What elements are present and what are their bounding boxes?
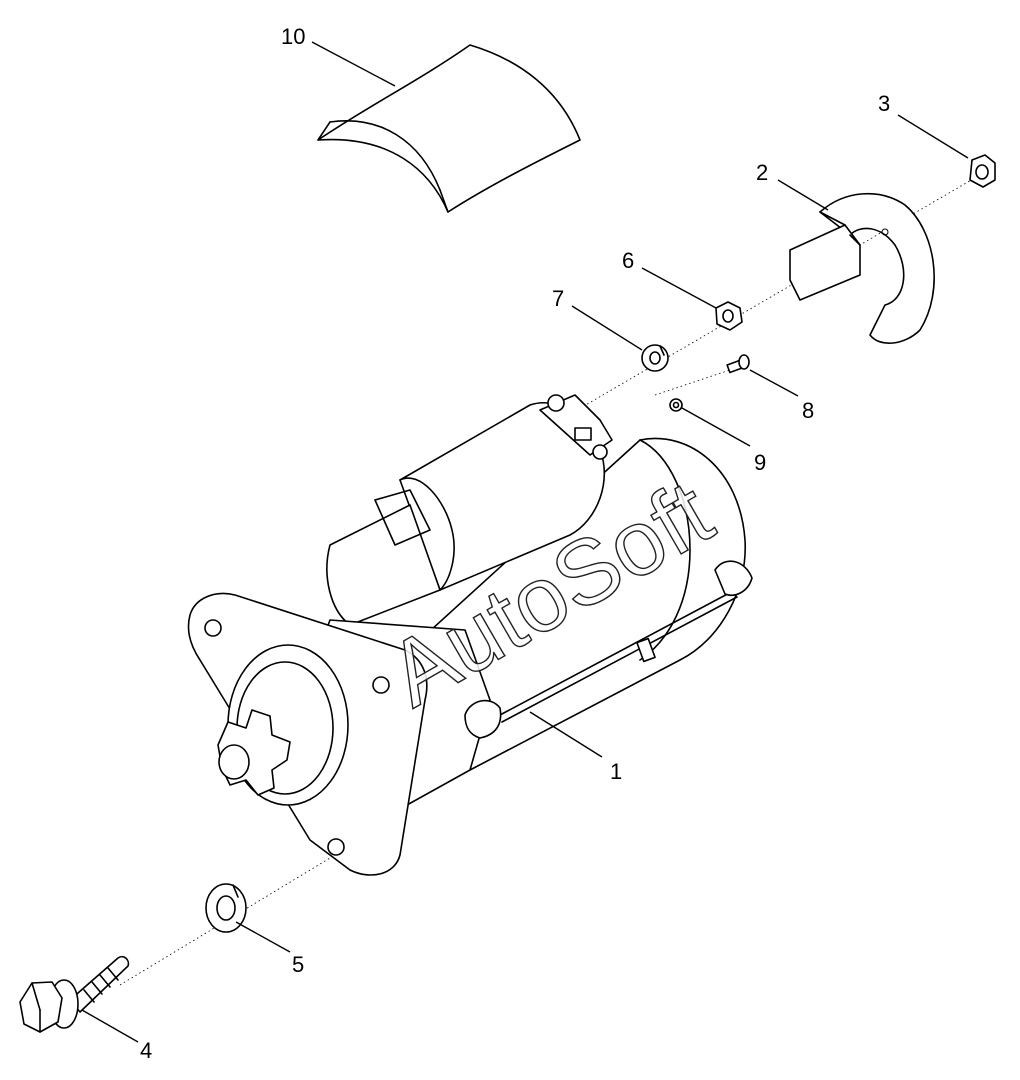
callout-labels: 10 3 2 6 7 8 9 1 5 4 [140,24,890,1063]
leader-line-4 [81,1009,139,1043]
callout-2: 2 [756,160,768,185]
callout-7: 7 [552,286,564,311]
callout-10: 10 [281,24,305,49]
part-10-heat-shield[interactable] [317,44,581,213]
part-9-small-washer[interactable] [669,398,683,412]
part-3-nut[interactable] [969,154,996,188]
callout-4: 4 [140,1038,152,1063]
part-7-lock-washer[interactable] [641,344,669,372]
leader-line-1 [529,711,603,758]
callout-8: 8 [802,398,814,423]
part-8-screw[interactable] [726,354,750,374]
leader-line-3 [897,114,969,159]
part-5-washer[interactable] [205,883,247,933]
part-2-terminal-cover[interactable] [789,192,935,344]
leader-line-2 [777,179,829,211]
leader-line-8 [749,369,799,397]
leader-line-7 [571,305,643,351]
leader-line-6 [641,267,717,309]
part-6-nut[interactable] [715,301,743,331]
leader-line-5 [235,921,291,953]
part-4-bolt[interactable] [19,955,130,1033]
leader-line-10 [311,41,396,87]
callout-1: 1 [610,759,622,784]
callout-9: 9 [754,450,766,475]
callout-6: 6 [622,248,634,273]
callout-5: 5 [292,952,304,977]
callout-3: 3 [878,91,890,116]
part-1-starter-motor[interactable] [187,394,753,876]
leader-line-9 [681,407,751,447]
leader-lines [81,41,969,1043]
